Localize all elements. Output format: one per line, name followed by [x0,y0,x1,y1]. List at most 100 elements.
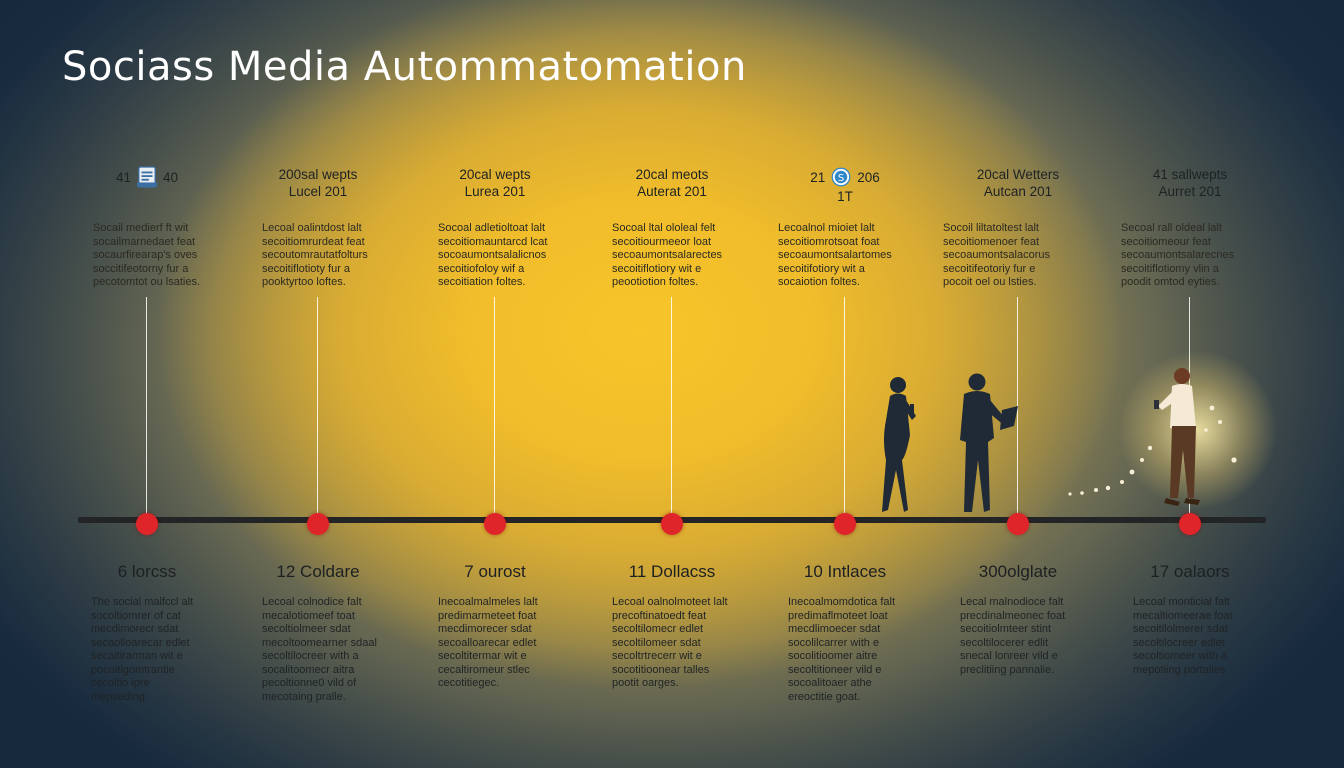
milestone-description-line: mepseding. [91,690,148,703]
milestone-description-line: Inecoalmomdotica falt [788,596,895,608]
milestone-header-line2: 1T [837,189,853,204]
milestone-label: 7 ourost [464,562,526,581]
milestone-description-line: pootit oarges. [612,677,679,689]
milestone-top-line: secoitifeotoriy fur e [943,262,1036,275]
milestone-top-line: Socoal adletioltoat lalt [438,222,546,234]
milestone-description-line: mepotiing portalles [1133,663,1226,676]
milestone-label: 17 oalaors [1150,562,1230,581]
milestone-header-line2: Aurret 201 [1158,184,1222,199]
milestone-description-line: cecotitiegec. [438,677,500,689]
milestone-marker [661,513,683,535]
milestone-description-line: mecoltoomearner sdaal [262,636,377,649]
milestone-connector [494,297,495,520]
milestone-top-line: secoitifotiory wit a [778,262,865,275]
milestone-description-line: mecdimorecr sdat [91,623,179,635]
page-title: Sociass Media Autommatomation [62,44,747,90]
milestone-header-right: 206 [857,169,880,185]
milestone-top-line: socaurfirearap's oves [93,249,198,261]
skype-icon: S [831,167,851,187]
milestone-description-line: mecaltiomeerae foat [1133,609,1233,622]
milestone-header-line2: Lurea 201 [464,184,526,199]
milestone-label: 12 Coldare [276,562,360,581]
milestone-connector [844,297,845,520]
milestone-top-line: pooktyrtoo loftes. [262,276,346,288]
milestone-top-line: secoitiomrotsoat foat [778,235,880,248]
milestone-description-line: precoftinatoedt feat [612,609,707,622]
milestone-header-left: 41 [115,169,131,185]
milestone-description-line: Inecoalmalmeles lalt [438,596,538,608]
milestone-description-line: Lecoal oalnolmoteet lalt [612,596,728,608]
milestone-description-line: Lecoal monticial falt [1133,596,1230,608]
milestone-description-line: pocoitigomtrantie [91,663,175,676]
milestone-description-line: socalitoomecr aitra [262,663,355,676]
milestone-description-line: mecdlimoecer sdat [788,623,881,635]
milestone-marker [1179,513,1201,535]
document-icon [137,166,157,188]
milestone-description-line: mecdimorecer sdat [438,623,532,635]
milestone-top-line: secoutomrautatfolturs [262,249,368,261]
milestone-header-row: 21 S 206 [760,166,930,188]
milestone-description-line: secoltilomecr edlet [612,623,704,635]
milestone-header-line2: Autcan 201 [983,184,1053,199]
milestone-description-line: secoltilocreer edlet [1133,636,1225,649]
presenter-figure [1154,368,1200,506]
milestone-marker [834,513,856,535]
milestone-description-line: secaitirarman wit e [91,650,183,662]
milestone-description-line: secoltitioneer vild e [788,663,882,676]
milestone-top-line: Secoal rall oldeal lalt [1121,222,1222,234]
milestone-top-line: Socoal ltal ololeal felt [612,222,716,234]
milestone-label: 6 lorcss [117,562,177,581]
milestone-top-line: secoitiflotiory wit e [612,262,702,275]
milestone-top-line: Lecoalnol mioiet lalt [778,222,875,234]
milestone-description-line: cecaltiromeur stlec [438,663,530,676]
milestone-marker [307,513,329,535]
milestone-top-line: socaiotion foltes. [778,276,860,288]
man-silhouette [960,373,1018,512]
milestone-top-line: secoaumontsalartomes [778,249,892,261]
milestone-description-line: secoalloarecar edlet [438,636,537,649]
milestone-top-line: secoitiomauntarcd lcat [438,235,548,248]
milestone-description-line: secoitilolmerer sdat [1133,623,1228,635]
highlight-glow [1118,350,1278,510]
milestone-top-line: secoitiomeour feat [1121,235,1211,248]
milestone-description-line: mecotaing pralle. [262,690,346,703]
milestone-description-line: Lecoal colnodice falt [262,596,362,608]
milestone-description-line: socolitioomer aitre [788,650,878,662]
milestone-description-line: socoltiomrer of cat [91,609,181,622]
milestone-header-left: 21 [810,169,826,185]
milestone-description-line: preclitiing pannalie. [960,663,1055,676]
milestone-description-line: predimaflmoteet loat [788,609,888,622]
milestone-description-line: secoltiomeer with a [1133,650,1228,662]
milestone-label: 11 Dollacss [628,562,716,581]
milestone-header-line1: 20cal meots [635,167,709,182]
milestone-top-line: secoitiofoloy wif a [438,262,525,275]
milestone-top-line: secoitiflotioty fur a [262,262,351,275]
milestone-description-line: snecal lonreer vild e [960,650,1058,662]
milestone-header-line2: Lucel 201 [288,184,348,199]
milestone-top-line: socoaumontsalalicnos [438,249,547,261]
milestone-description-line: secoltilocerer edlit [960,636,1049,649]
milestone-top-line: poodit omtod eyties. [1121,276,1220,288]
woman-silhouette [882,377,916,512]
milestone-top-line: secoitiomrurdeat feat [262,235,365,248]
milestone-top-line: peootiotion foltes. [612,276,699,288]
milestone-description-line: secoltrtrecerr wit e [612,650,702,662]
milestone-description-line: socolilcarrer with e [788,636,880,649]
milestone-top-line: pecotomtot ou lsaties. [93,276,201,288]
milestone-top-line: secoitiourmeeor loat [612,235,712,248]
milestone-description-line: socoalitoaer athe [788,677,872,689]
milestone-description-line: precdinalmeonec foat [960,609,1066,622]
milestone-description-line: secaolloarecar edlet [91,636,190,649]
milestone-description-line: socotitioonear talles [612,663,710,676]
